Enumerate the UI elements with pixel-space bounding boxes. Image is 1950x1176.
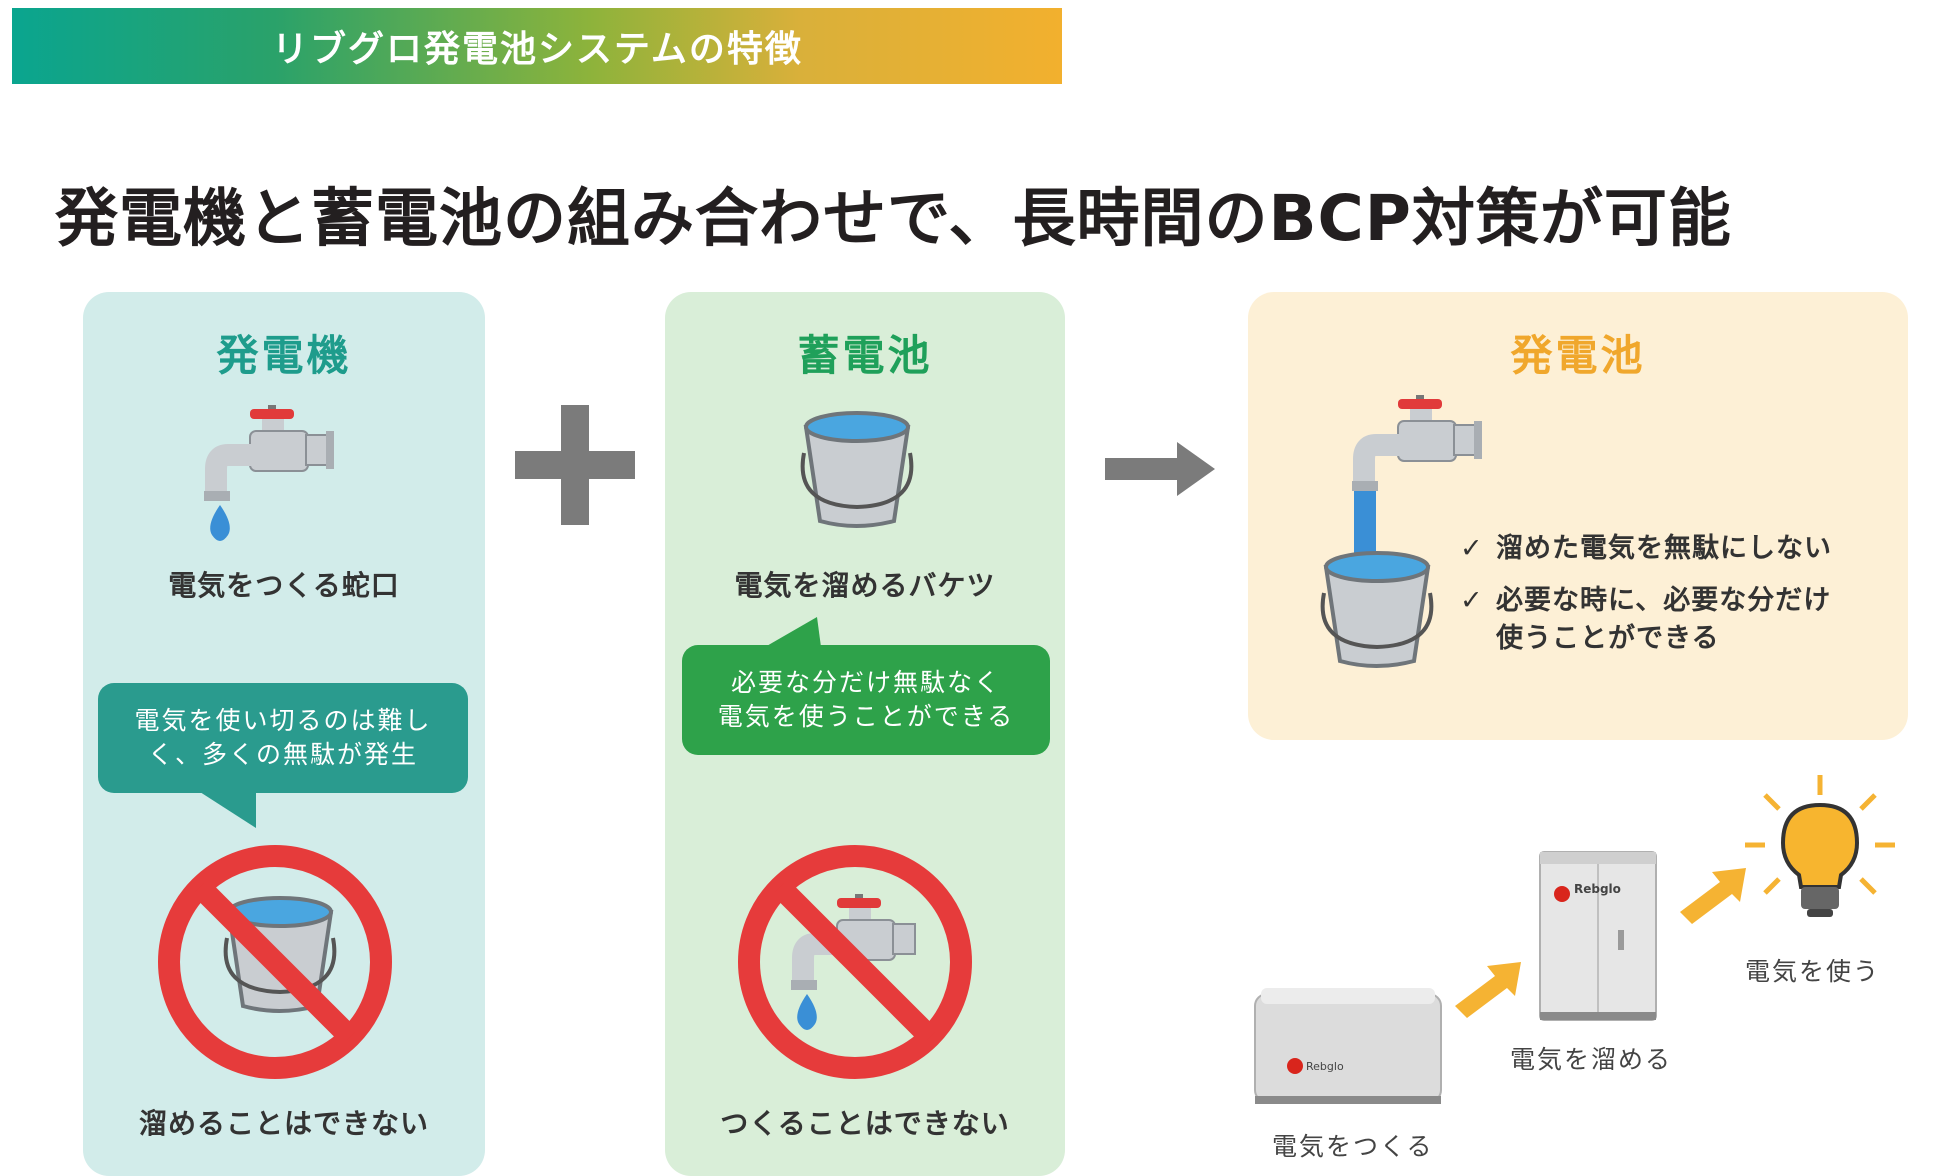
arrow-right-icon — [1105, 442, 1215, 496]
hybrid-title: 発電池 — [1510, 331, 1646, 380]
section-banner: リブグロ発電池システムの特徴 — [12, 8, 1062, 84]
bubble-line: く、多くの無駄が発生 — [147, 740, 418, 769]
hybrid-checklist: ✓溜めた電気を無駄にしない ✓必要な時に、必要な分だけ 使うことができる — [1460, 530, 1832, 658]
water-drop-icon — [210, 505, 230, 541]
bubble-line: 必要な分だけ無駄なく — [730, 668, 1001, 697]
bubble-line: 電気を使うことができる — [717, 702, 1015, 731]
brand-label: Rebglo — [1574, 882, 1621, 896]
bubble-tail — [765, 617, 821, 647]
faucet-filling-bucket-icon — [1320, 395, 1482, 668]
battery-caption: 電気を溜めるバケツ — [734, 569, 996, 602]
generator-caption: 電気をつくる蛇口 — [168, 569, 400, 602]
headline: 発電機と蓄電池の組み合わせで、長時間のBCP対策が可能 — [55, 182, 1732, 255]
flow-step-make: 電気をつくる — [1272, 1132, 1434, 1161]
generator-speech-bubble: 電気を使い切るのは難し く、多くの無駄が発生 — [98, 683, 468, 793]
faucet-icon — [204, 405, 334, 541]
generator-unit-icon — [1254, 988, 1442, 1104]
bucket-icon — [800, 411, 914, 528]
light-bulb-icon — [1745, 775, 1895, 917]
battery-speech-bubble: 必要な分だけ無駄なく 電気を使うことができる — [682, 645, 1050, 755]
battery-footer: つくることはできない — [720, 1107, 1010, 1140]
brand-label: Rebglo — [1306, 1060, 1344, 1073]
banner-title: リブグロ発電池システムの特徴 — [272, 29, 803, 70]
check-icon: ✓ — [1460, 585, 1484, 616]
generator-footer: 溜めることはできない — [138, 1107, 429, 1140]
bubble-line: 電気を使い切るのは難し — [134, 706, 432, 735]
battery-cabinet-icon — [1539, 851, 1657, 1021]
check-item: ✓必要な時に、必要な分だけ — [1460, 582, 1832, 620]
flow-arrow-icon — [1680, 868, 1746, 924]
check-icon: ✓ — [1460, 533, 1484, 564]
bubble-tail — [200, 792, 256, 828]
prohibited-bucket-icon — [158, 845, 392, 1079]
flow-step-store: 電気を溜める — [1510, 1045, 1673, 1074]
generator-title: 発電機 — [216, 331, 352, 380]
battery-title: 蓄電池 — [797, 331, 933, 380]
plus-icon — [515, 405, 635, 525]
prohibited-faucet-icon — [738, 845, 972, 1079]
flow-arrow-icon — [1455, 962, 1521, 1018]
check-item: ✓溜めた電気を無駄にしない — [1460, 530, 1832, 568]
check-item-continued: 使うことができる — [1496, 623, 1720, 654]
flow-step-use: 電気を使う — [1745, 957, 1881, 986]
